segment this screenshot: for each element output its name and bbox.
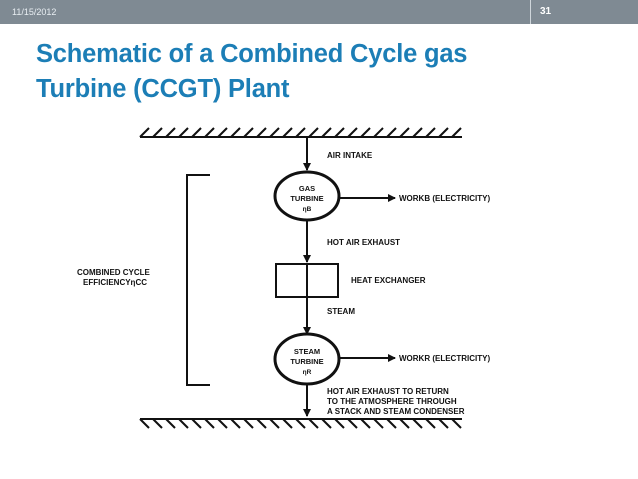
hatch-mark	[191, 418, 202, 429]
hatch-mark	[178, 418, 189, 429]
hatch-mark	[230, 127, 241, 138]
hatch-mark	[386, 127, 397, 138]
slide-number: 31	[540, 6, 552, 17]
steam-turbine-node: STEAM TURBINE ηR	[273, 332, 341, 386]
hatch-mark	[386, 418, 397, 429]
hatch-mark	[451, 418, 462, 429]
hatch-mark	[360, 127, 371, 138]
hatch-mark	[204, 418, 215, 429]
slide-title-line-1: Schematic of a Combined Cycle gas	[36, 40, 468, 68]
hatch-mark	[399, 127, 410, 138]
hatch-mark	[269, 127, 280, 138]
hatch-mark	[139, 127, 150, 138]
combined-cycle-label-1: COMBINED CYCLE	[77, 268, 151, 277]
gas-turbine-node: GAS TURBINE ηB	[273, 170, 341, 222]
steam-label: STEAM	[327, 307, 355, 316]
hatch-mark	[412, 127, 423, 138]
hatch-mark	[438, 127, 449, 138]
hatch-mark	[347, 418, 358, 429]
hatch-mark	[373, 418, 384, 429]
hatch-mark	[243, 127, 254, 138]
hatch-mark	[399, 418, 410, 429]
hatch-mark	[230, 418, 241, 429]
hatch-mark	[165, 418, 176, 429]
gas-turbine-efficiency: ηB	[303, 206, 312, 213]
hatch-mark	[321, 418, 332, 429]
combined-cycle-label-2: EFFICIENCYηCC	[83, 278, 147, 287]
hatch-mark	[412, 418, 423, 429]
hatch-mark	[308, 127, 319, 138]
steam-work-label: WORKR (ELECTRICITY)	[399, 354, 490, 363]
hatch-mark	[347, 127, 358, 138]
hatch-mark	[282, 418, 293, 429]
hatch-mark	[295, 127, 306, 138]
atmosphere-top-hatch	[139, 127, 462, 138]
hatch-mark	[282, 127, 293, 138]
gas-turbine-label-2: TURBINE	[290, 194, 323, 203]
hatch-mark	[451, 127, 462, 138]
exhaust-return-line-2: TO THE ATMOSPHERE THROUGH	[327, 397, 457, 406]
steam-turbine-efficiency: ηR	[303, 369, 312, 376]
hatch-mark	[243, 418, 254, 429]
gas-work-label: WORKB (ELECTRICITY)	[399, 194, 490, 203]
hot-air-exhaust-label: HOT AIR EXHAUST	[327, 238, 400, 247]
hatch-mark	[217, 418, 228, 429]
air-intake-label: AIR INTAKE	[327, 151, 373, 160]
steam-turbine-label-1: STEAM	[294, 347, 320, 356]
hatch-mark	[152, 127, 163, 138]
hatch-mark	[334, 418, 345, 429]
hatch-mark	[308, 418, 319, 429]
hatch-mark	[204, 127, 215, 138]
atmosphere-bottom-hatch	[139, 418, 462, 429]
hatch-mark	[139, 418, 150, 429]
slide-date: 11/15/2012	[12, 7, 57, 17]
hatch-mark	[295, 418, 306, 429]
top-bar: 11/15/2012 31	[0, 0, 638, 24]
hatch-mark	[269, 418, 280, 429]
hatch-mark	[165, 127, 176, 138]
hatch-mark	[425, 418, 436, 429]
hatch-mark	[152, 418, 163, 429]
hatch-mark	[178, 127, 189, 138]
header-divider	[530, 0, 531, 24]
hatch-mark	[334, 127, 345, 138]
gas-turbine-label-1: GAS	[299, 184, 315, 193]
hatch-mark	[425, 127, 436, 138]
combined-cycle-bracket	[186, 174, 210, 386]
hatch-mark	[191, 127, 202, 138]
hatch-mark	[256, 418, 267, 429]
slide-title-line-2: Turbine (CCGT) Plant	[36, 75, 290, 103]
heat-exchanger-label: HEAT EXCHANGER	[351, 276, 426, 285]
hatch-mark	[256, 127, 267, 138]
hatch-mark	[217, 127, 228, 138]
steam-turbine-label-2: TURBINE	[290, 357, 323, 366]
hatch-mark	[373, 127, 384, 138]
exhaust-return-line-1: HOT AIR EXHAUST TO RETURN	[327, 387, 449, 396]
hatch-mark	[360, 418, 371, 429]
hatch-mark	[321, 127, 332, 138]
hatch-mark	[438, 418, 449, 429]
slide-title: Schematic of a Combined Cycle gas Turbin…	[36, 37, 616, 107]
exhaust-return-line-3: A STACK AND STEAM CONDENSER	[327, 407, 465, 416]
